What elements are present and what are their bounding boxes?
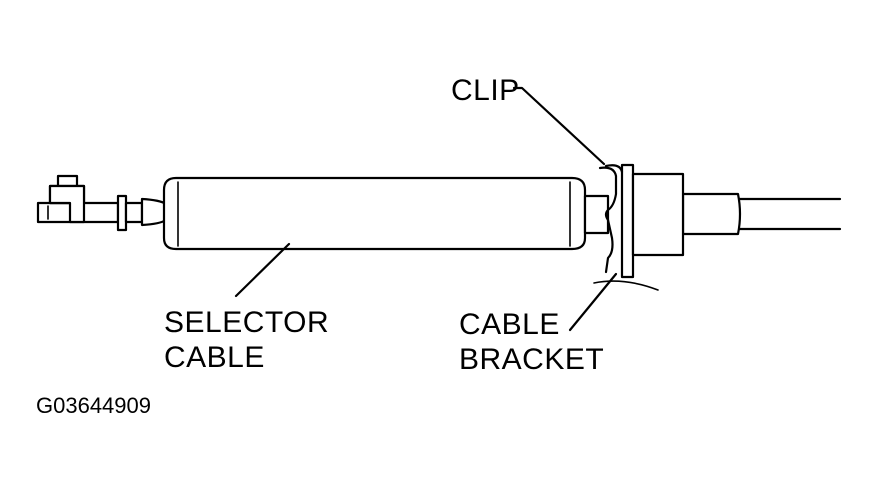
clip-leader bbox=[512, 86, 606, 166]
leader-lines bbox=[234, 86, 618, 332]
clip bbox=[598, 164, 624, 274]
selector-cable-label-line1: SELECTOR bbox=[164, 306, 329, 339]
figure-code: G03644909 bbox=[36, 393, 151, 418]
cable-bracket-label-line2: BRACKET bbox=[459, 343, 604, 376]
cable-end-fitting bbox=[36, 174, 168, 232]
selector-cable-label-line2: CABLE bbox=[164, 341, 265, 374]
outgoing-cable bbox=[681, 192, 842, 236]
selector-leader bbox=[234, 242, 291, 298]
clip-label: CLIP bbox=[451, 74, 520, 107]
cable-bracket bbox=[593, 163, 685, 291]
bracket-leader bbox=[568, 272, 618, 332]
cable-bracket-label-line1: CABLE bbox=[459, 308, 560, 341]
selector-cable-body bbox=[162, 176, 610, 251]
